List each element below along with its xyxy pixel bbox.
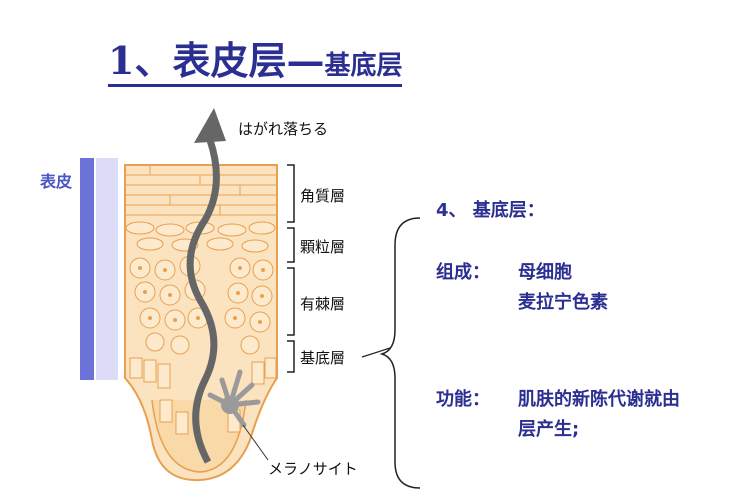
melanocyte-body	[221, 396, 239, 414]
function-label: 功能：	[436, 389, 490, 410]
top-shedding-label: はがれ落ちる	[238, 120, 329, 138]
page-title: 1、表皮层—基底层	[108, 38, 403, 87]
function-line: 层产生;	[518, 419, 580, 440]
info-curly-brace	[379, 217, 421, 489]
layer-label-spinous: 有棘層	[300, 295, 346, 313]
title-sub: 基底层	[324, 51, 403, 81]
shedding-arrow-head	[194, 108, 226, 143]
layer-brackets	[287, 164, 295, 373]
granular-cells	[125, 221, 276, 253]
title-main: 1、表皮层—	[108, 38, 325, 83]
epidermis-side-bar	[80, 158, 94, 380]
shedding-arrow	[186, 138, 220, 464]
corneum-lines	[125, 165, 277, 216]
epidermis-side-label: 表皮	[40, 172, 73, 191]
info-heading: 4、 基底层：	[436, 200, 545, 221]
composition-item: 母细胞	[518, 262, 572, 283]
cell-nuclei	[138, 264, 265, 324]
layer-label-corneum: 角質層	[300, 187, 346, 205]
composition-label: 组成：	[436, 262, 490, 283]
melanocyte-label: メラノサイト	[268, 460, 358, 478]
melanocyte-pointer	[242, 424, 269, 461]
basal-connector	[361, 347, 391, 358]
layer-label-basal: 基底層	[300, 349, 346, 367]
epidermis-side-bar-light	[96, 158, 118, 380]
layer-label-granular: 顆粒層	[300, 238, 346, 256]
function-line: 肌肤的新陈代谢就由	[518, 389, 680, 410]
composition-item: 麦拉宁色素	[518, 292, 608, 313]
basal-cells	[129, 357, 277, 435]
